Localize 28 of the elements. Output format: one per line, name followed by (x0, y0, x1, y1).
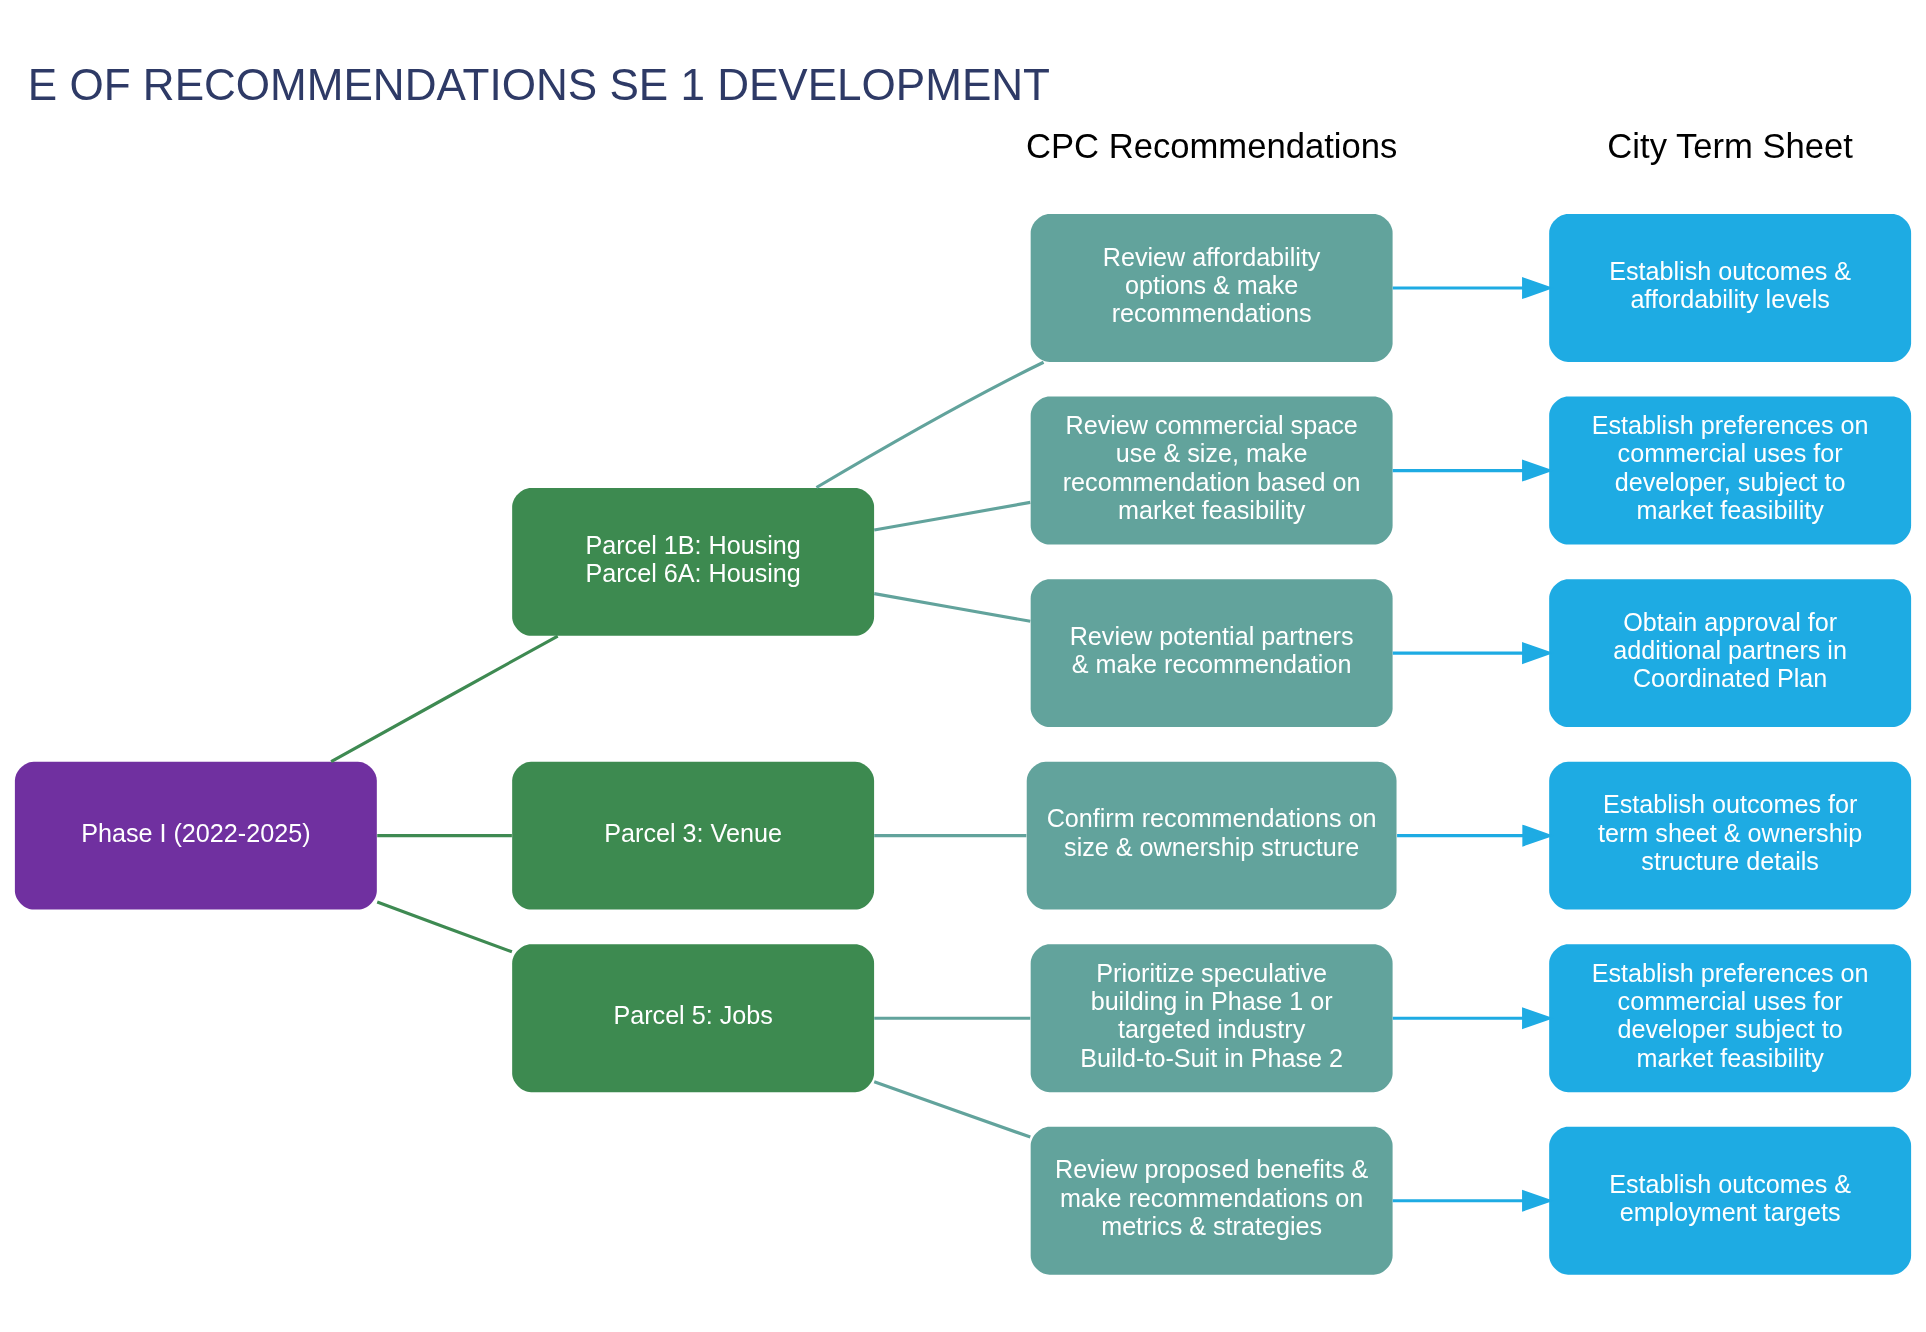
connector (330, 634, 559, 763)
diagram-title: E OF RECOMMENDATIONS SE 1 DEVELOPMENT (27, 59, 1051, 109)
label: City Term Sheet (1607, 126, 1853, 165)
node-box: Parcel 3: Venue (512, 761, 875, 910)
node-box: Establish preferences on commercial uses for developer subject to market feasibility (1549, 943, 1912, 1092)
node-box: Establish outcomes for term sheet & ownership structure details (1549, 761, 1912, 910)
node-box: Prioritize speculative building in Phase 1 or targeted industry Build-to-Suit in Phase 2 (1030, 943, 1393, 1092)
node-box: Review potential partners & make recommendation (1030, 578, 1393, 727)
label: CPC Recommendations (1026, 126, 1398, 165)
node-box: Parcel 5: Jobs (512, 943, 875, 1092)
node-box: Establish outcomes & employment targets (1549, 1126, 1912, 1275)
connector (874, 1016, 1031, 1020)
node-box: Establish outcomes & affordability levels (1549, 213, 1912, 362)
node-box: Parcel 1B: Housing Parcel 6A: Housing (512, 487, 875, 636)
node-box: Obtain approval for additional partners in Coordinated Plan (1549, 578, 1912, 727)
connector (815, 360, 1045, 489)
node-box: Confirm recommendations on size & ownership structure (1026, 761, 1397, 910)
connector (873, 591, 1031, 623)
connector (377, 833, 512, 837)
connector (874, 833, 1027, 837)
node-box: Review proposed benefits & make recommendations on metrics & strategies (1030, 1126, 1393, 1275)
node-box: Review affordability options & make recommendations (1030, 213, 1393, 362)
node-box: Establish preferences on commercial uses for developer, subject to market feasibility (1549, 396, 1912, 545)
connector (873, 500, 1031, 532)
connector (873, 1079, 1031, 1139)
connector (376, 900, 513, 953)
node-box: Phase I (2022-2025) (14, 761, 377, 910)
node-box: Review commercial space use & size, make recommendation based on market feasibility (1030, 396, 1393, 545)
